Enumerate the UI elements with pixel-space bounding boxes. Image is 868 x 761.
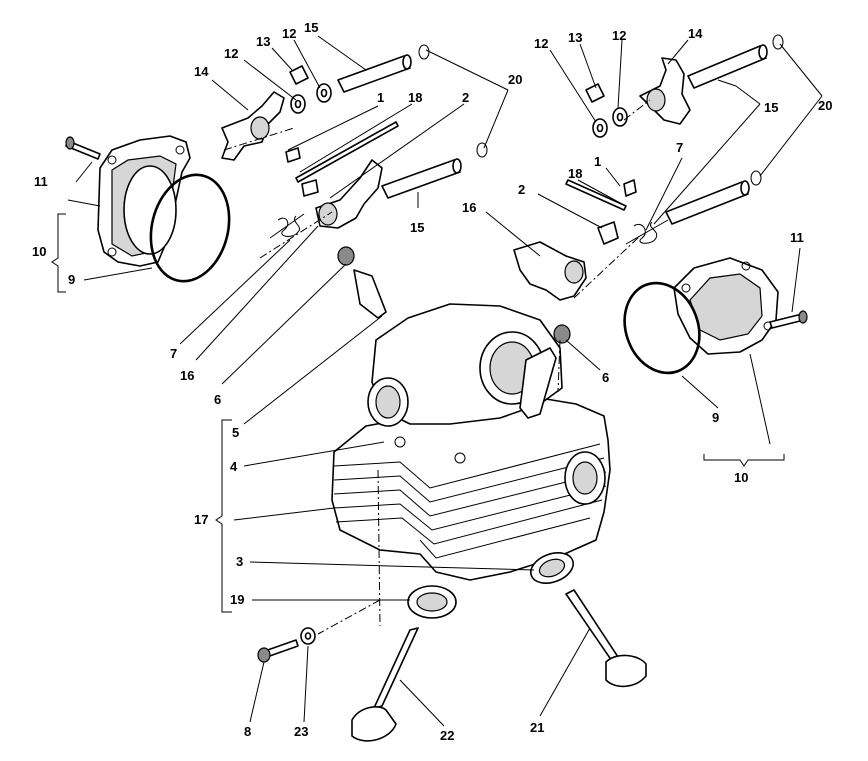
callout-1: 1 — [594, 154, 601, 169]
callout-13: 13 — [256, 34, 270, 49]
callout-18: 18 — [568, 166, 582, 181]
callout-2: 2 — [462, 90, 469, 105]
valve-seal-3 — [529, 552, 575, 584]
right-valve-shim — [553, 324, 571, 344]
callout-9: 9 — [68, 272, 75, 287]
right-rocker-shaft-lower — [665, 170, 762, 225]
callout-3: 3 — [236, 554, 243, 569]
left-rocker-cover — [97, 135, 191, 267]
callout-1: 1 — [377, 90, 384, 105]
left-small-parts — [285, 121, 399, 197]
callout-20: 20 — [818, 98, 832, 113]
callout-14: 14 — [194, 64, 209, 79]
callout-21: 21 — [530, 720, 544, 735]
callout-2: 2 — [518, 182, 525, 197]
callout-11: 11 — [34, 174, 48, 189]
intake-valve — [565, 589, 647, 688]
leader-lines — [51, 35, 823, 727]
right-cover-o-ring — [623, 281, 701, 375]
callout-15: 15 — [304, 20, 318, 35]
right-rocker-arm-lower — [513, 241, 587, 301]
callout-7: 7 — [170, 346, 177, 361]
callout-10: 10 — [32, 244, 46, 259]
callout-13: 13 — [568, 30, 582, 45]
left-rocker-shaft-upper — [337, 44, 430, 93]
right-spring — [625, 219, 669, 245]
left-washers — [289, 65, 332, 114]
valve-seal-19 — [407, 585, 457, 619]
right-cover-bolt — [769, 310, 808, 329]
callout-22: 22 — [440, 728, 454, 743]
left-valve-shim — [337, 246, 387, 319]
washer-23 — [300, 627, 316, 645]
callout-9: 9 — [712, 410, 719, 425]
callout-19: 19 — [230, 592, 244, 607]
callout-6: 6 — [214, 392, 221, 407]
callout-6: 6 — [602, 370, 609, 385]
callout-12: 12 — [534, 36, 548, 51]
callout-12: 12 — [612, 28, 626, 43]
callout-10: 10 — [734, 470, 748, 485]
callout-11: 11 — [790, 230, 804, 245]
callout-16: 16 — [180, 368, 194, 383]
callout-12: 12 — [224, 46, 238, 61]
stud-bolt — [257, 639, 299, 663]
callout-16: 16 — [462, 200, 476, 215]
left-cover-bolt — [65, 136, 101, 160]
callout-labels: 1 1 2 2 3 4 5 6 6 7 7 8 9 9 10 10 11 11 … — [32, 20, 832, 743]
callout-17: 17 — [194, 512, 208, 527]
exhaust-valve — [351, 627, 419, 742]
right-rocker-shaft-upper — [687, 34, 784, 89]
right-rocker-cover — [673, 257, 779, 355]
right-rocker-arm-upper — [639, 57, 691, 125]
left-rocker-shaft-lower — [381, 142, 488, 199]
callout-5: 5 — [232, 425, 239, 440]
right-washers — [585, 83, 628, 138]
callout-12: 12 — [282, 26, 296, 41]
callout-23: 23 — [294, 724, 308, 739]
callout-15: 15 — [764, 100, 778, 115]
left-rocker-arm-upper — [221, 91, 285, 161]
cylinder-head — [331, 303, 611, 581]
callout-15: 15 — [410, 220, 424, 235]
left-rocker-arm-lower — [315, 159, 383, 229]
callout-20: 20 — [508, 72, 522, 87]
callout-7: 7 — [676, 140, 683, 155]
right-small-parts — [565, 179, 637, 245]
callout-8: 8 — [244, 724, 251, 739]
left-spring — [269, 213, 305, 239]
callout-14: 14 — [688, 26, 703, 41]
callout-4: 4 — [230, 459, 238, 474]
left-cover-o-ring — [149, 173, 231, 283]
callout-18: 18 — [408, 90, 422, 105]
